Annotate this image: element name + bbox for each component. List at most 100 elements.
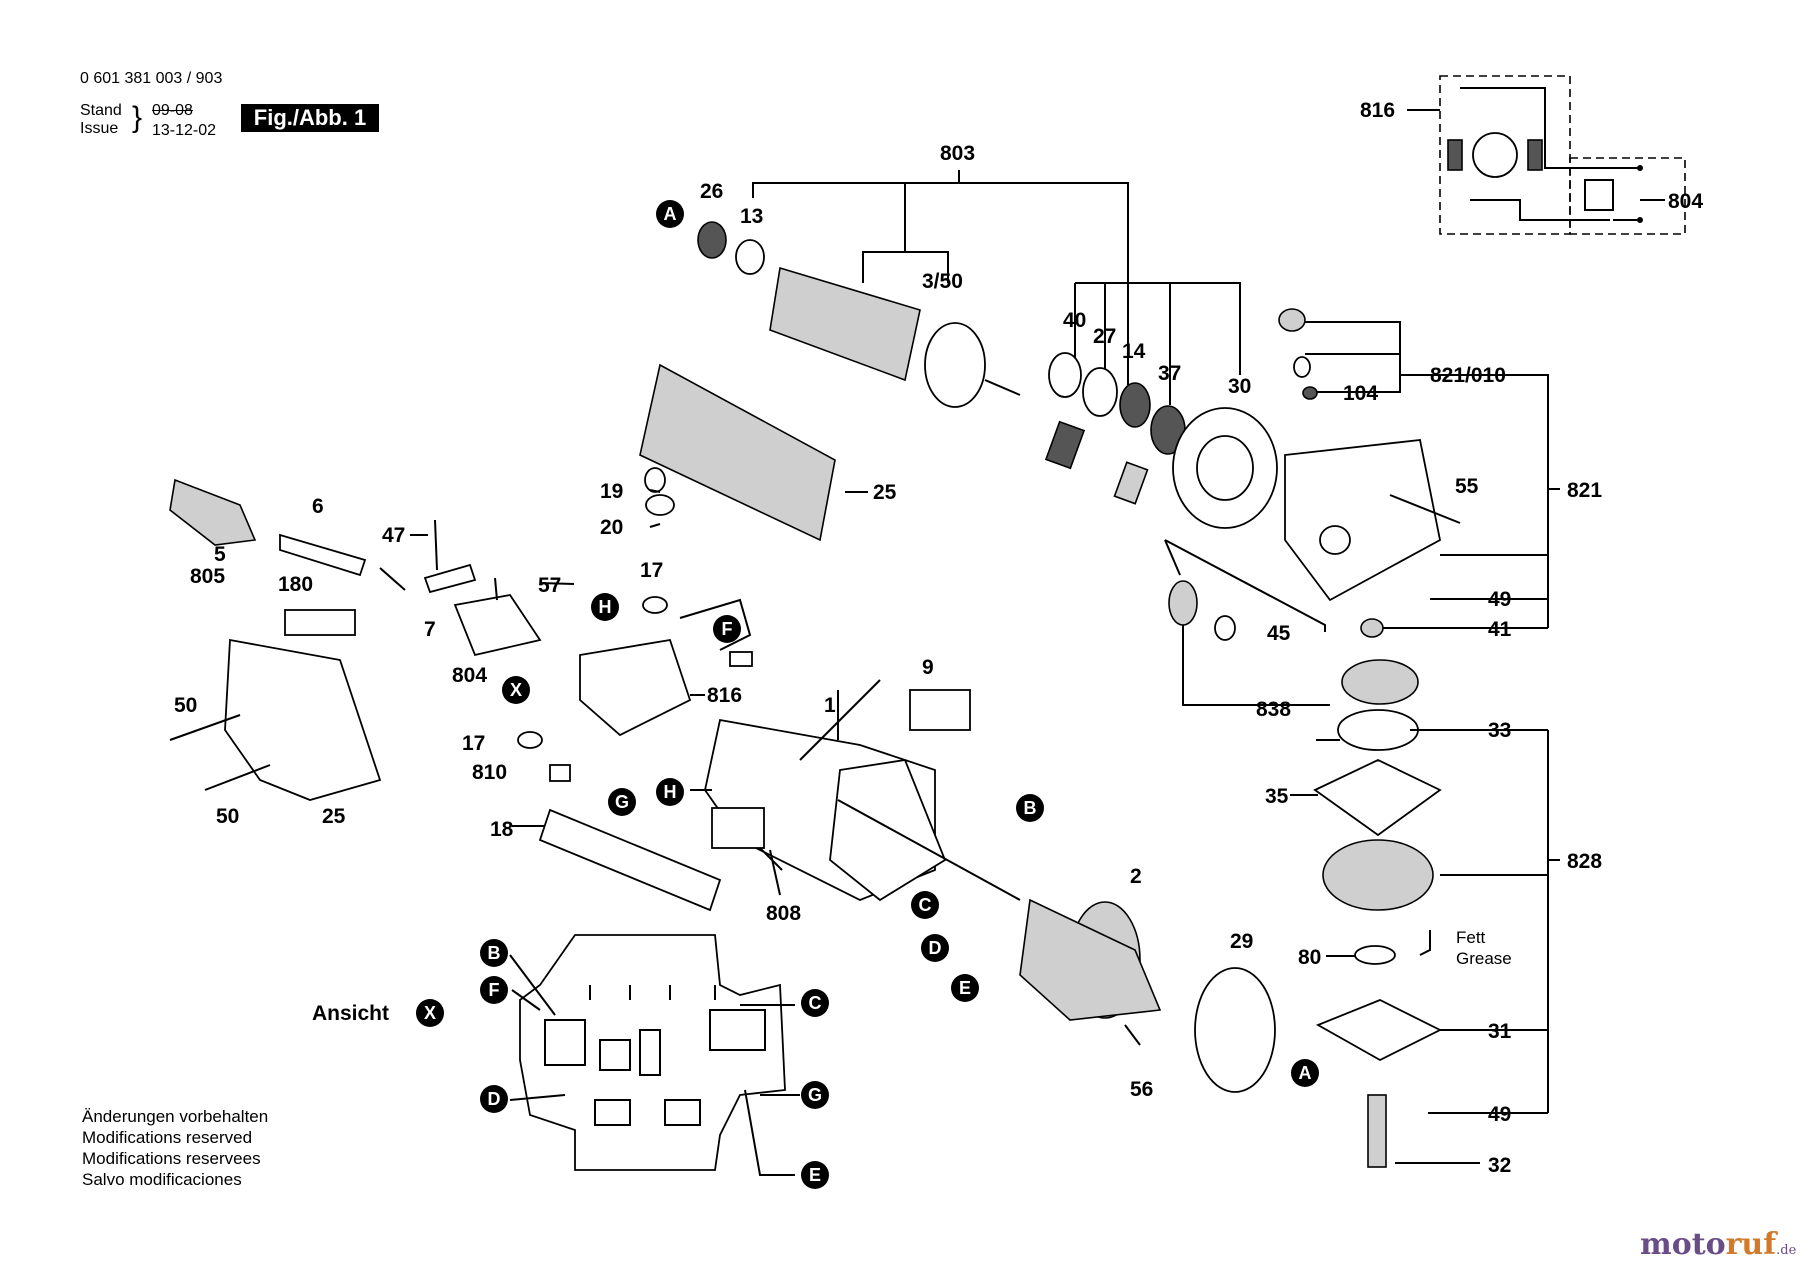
flange-assembly <box>1290 659 1560 1168</box>
label-80: 80 <box>1298 946 1321 969</box>
callout-badge-icon <box>480 939 508 967</box>
label-804: 804 <box>452 664 487 687</box>
label-816: 816 <box>707 684 742 707</box>
callout-badge-icon <box>801 1161 829 1189</box>
callout-letter: X <box>424 1003 436 1023</box>
callout-badge-icon <box>502 676 530 704</box>
brace-symbol: } <box>132 101 143 134</box>
label-17-top: 17 <box>640 559 663 582</box>
callout-a-0: A <box>656 200 684 228</box>
label-41: 41 <box>1488 618 1512 641</box>
callout-badge-icon <box>801 1081 829 1109</box>
label-804-top: 804 <box>1668 190 1703 213</box>
stand-label: Stand <box>80 102 122 119</box>
label-29: 29 <box>1230 930 1253 953</box>
callout-f-11: F <box>480 976 508 1004</box>
callout-badge-icon <box>911 891 939 919</box>
label-180: 180 <box>278 573 313 596</box>
label-40: 40 <box>1063 309 1086 332</box>
armature-assembly <box>697 170 1278 529</box>
grease-note-de: Fett <box>1456 928 1486 947</box>
note-de: Änderungen vorbehalten <box>82 1107 269 1126</box>
callout-badge-icon <box>656 778 684 806</box>
label-49-top: 49 <box>1488 588 1511 611</box>
label-9: 9 <box>922 656 934 679</box>
label-47: 47 <box>382 524 405 547</box>
callout-c-5: C <box>801 989 829 1017</box>
wiring-schematic <box>1439 75 1686 235</box>
callout-letter: D <box>488 1089 501 1109</box>
label-32: 32 <box>1488 1154 1511 1177</box>
document-number: 0 601 381 003 / 903 <box>80 70 223 87</box>
callout-e-8: E <box>951 974 979 1002</box>
callout-e-9: E <box>801 1161 829 1189</box>
label-803: 803 <box>940 142 975 165</box>
label-808: 808 <box>766 902 801 925</box>
label-1: 1 <box>824 694 836 717</box>
callout-letter: F <box>489 980 500 1000</box>
callout-badge-icon <box>480 1085 508 1113</box>
callout-letter: E <box>809 1165 821 1185</box>
callout-badge-icon <box>656 200 684 228</box>
callout-c-4: C <box>911 891 939 919</box>
superseded-date: 09-08 <box>152 102 193 119</box>
label-3-50: 3/50 <box>922 270 963 293</box>
callout-d-6: D <box>921 934 949 962</box>
label-33: 33 <box>1488 719 1511 742</box>
label-7: 7 <box>424 618 436 641</box>
callout-letter: B <box>488 943 501 963</box>
label-2: 2 <box>1130 865 1142 888</box>
callout-b-3: B <box>480 939 508 967</box>
label-816-top: 816 <box>1360 99 1395 122</box>
callout-b-2: B <box>1016 794 1044 822</box>
label-20: 20 <box>600 516 623 539</box>
site-watermark[interactable]: motoruf.de <box>1640 1227 1796 1262</box>
callout-badge-icon <box>608 788 636 816</box>
label-50-bottom: 50 <box>216 805 239 828</box>
callout-letter: F <box>722 619 733 639</box>
callout-letter: C <box>809 993 822 1013</box>
label-31: 31 <box>1488 1020 1512 1043</box>
label-26: 26 <box>700 180 723 203</box>
label-17-bottom: 17 <box>462 732 485 755</box>
callout-badge-icon <box>591 593 619 621</box>
label-55: 55 <box>1455 475 1479 498</box>
issue-label: Issue <box>80 120 119 137</box>
label-18: 18 <box>490 818 514 841</box>
label-805: 805 <box>190 565 225 588</box>
label-49-bottom: 49 <box>1488 1103 1511 1126</box>
callout-letter: G <box>615 792 629 812</box>
figure-label: Fig./Abb. 1 <box>241 104 379 132</box>
note-es: Salvo modificaciones <box>82 1170 242 1189</box>
gear-head <box>1164 308 1560 706</box>
label-19: 19 <box>600 480 623 503</box>
callout-x-17: X <box>416 999 444 1027</box>
issue-date: 13-12-02 <box>152 122 217 139</box>
label-27: 27 <box>1093 325 1116 348</box>
callout-letter: A <box>1299 1063 1312 1083</box>
callout-g-12: G <box>608 788 636 816</box>
callout-badge-icon <box>921 934 949 962</box>
callout-badge-icon <box>713 615 741 643</box>
callout-letter: X <box>510 680 522 700</box>
callout-d-7: D <box>480 1085 508 1113</box>
callout-letter: C <box>919 895 932 915</box>
watermark-main: moto <box>1640 1227 1726 1262</box>
callout-badge-icon <box>951 974 979 1002</box>
label-25-bottom: 25 <box>322 805 346 828</box>
label-838: 838 <box>1256 698 1291 721</box>
label-5: 5 <box>214 543 226 566</box>
callout-g-13: G <box>801 1081 829 1109</box>
label-30: 30 <box>1228 375 1251 398</box>
label-45: 45 <box>1267 622 1291 645</box>
callout-letter: B <box>1024 798 1037 818</box>
cord-and-switch <box>169 363 868 912</box>
view-x-label: Ansicht <box>312 1002 389 1025</box>
callout-badge-icon <box>1291 1059 1319 1087</box>
grease-note-en: Grease <box>1456 949 1512 968</box>
watermark-tld: .de <box>1776 1243 1797 1258</box>
label-56: 56 <box>1130 1078 1153 1101</box>
callout-badge-icon <box>416 999 444 1027</box>
callout-letter: H <box>599 597 612 617</box>
